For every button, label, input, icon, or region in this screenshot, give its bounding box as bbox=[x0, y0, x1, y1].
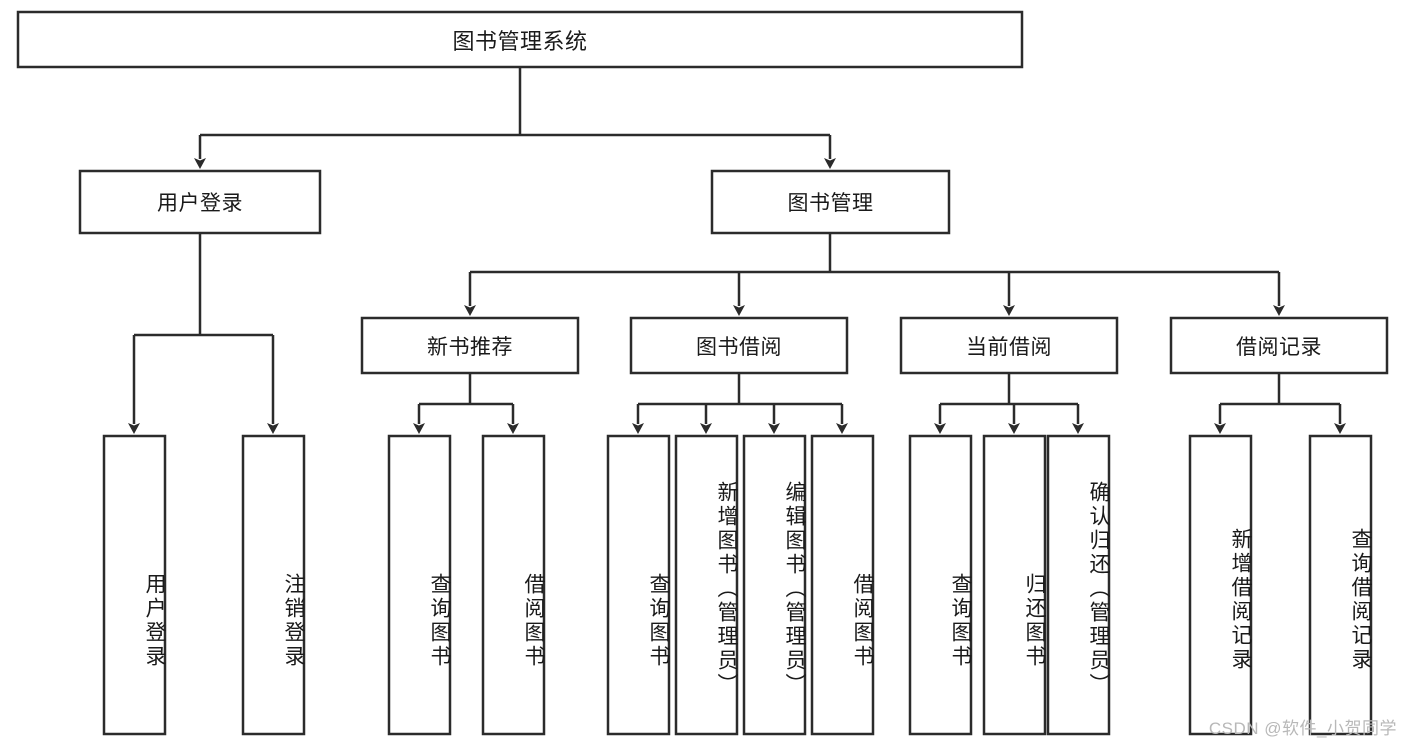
node-box-leaf-query-book-1[interactable] bbox=[387, 434, 452, 736]
node-box-root[interactable] bbox=[16, 10, 1024, 69]
node-box-leaf-logout[interactable] bbox=[241, 434, 306, 736]
node-box-current-borrow[interactable] bbox=[899, 316, 1119, 375]
node-box-leaf-edit-book[interactable] bbox=[742, 434, 807, 736]
node-box-borrow-record[interactable] bbox=[1169, 316, 1389, 375]
node-box-leaf-query-book-3[interactable] bbox=[908, 434, 973, 736]
node-box-leaf-user-login[interactable] bbox=[102, 434, 167, 736]
node-box-leaf-confirm-return[interactable] bbox=[1046, 434, 1111, 736]
node-box-leaf-query-book-2[interactable] bbox=[606, 434, 671, 736]
node-box-book-manage[interactable] bbox=[710, 169, 951, 235]
node-box-leaf-borrow-book-2[interactable] bbox=[810, 434, 875, 736]
node-box-leaf-borrow-book-1[interactable] bbox=[481, 434, 546, 736]
node-box-leaf-return-book[interactable] bbox=[982, 434, 1047, 736]
node-box-user-login[interactable] bbox=[78, 169, 322, 235]
node-box-leaf-add-record[interactable] bbox=[1188, 434, 1253, 736]
node-box-book-borrow[interactable] bbox=[629, 316, 849, 375]
node-box-leaf-add-book[interactable] bbox=[674, 434, 739, 736]
node-box-new-book-recommend[interactable] bbox=[360, 316, 580, 375]
csdn-watermark: CSDN @软件_小贺同学 bbox=[1208, 719, 1397, 738]
node-box-leaf-query-record[interactable] bbox=[1308, 434, 1373, 736]
